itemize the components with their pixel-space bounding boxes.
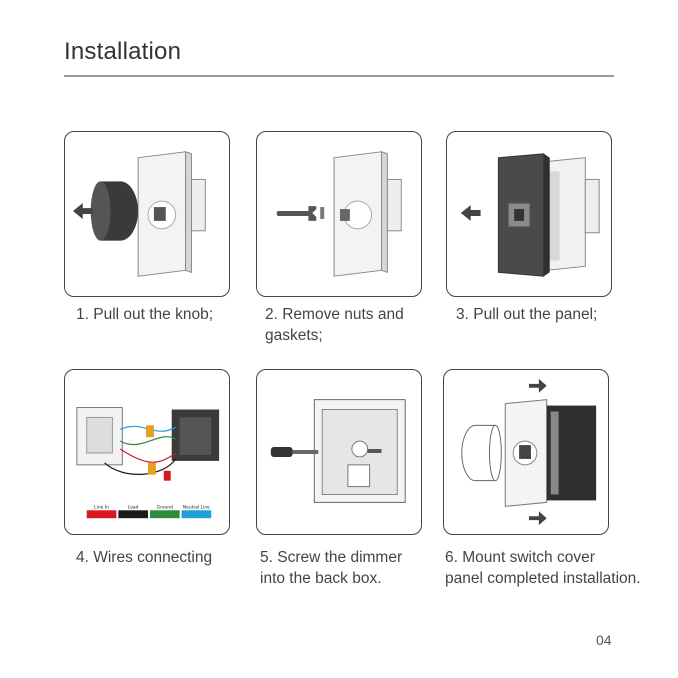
- screw-icon: [367, 449, 382, 453]
- title-divider: [64, 75, 614, 77]
- step-4-illustration: Line In Load Ground Neutral Line: [64, 369, 230, 535]
- panel-graphic: [497, 153, 550, 277]
- back-box-graphic: [545, 157, 600, 271]
- step-5-caption: 5. Screw the dimmer into the back box.: [260, 549, 403, 587]
- step-2-illustration: [256, 131, 422, 297]
- page-number: 04: [596, 632, 612, 648]
- wire-legend: Line In Load Ground Neutral Line: [86, 504, 212, 519]
- switch-plate-graphic: [333, 151, 402, 277]
- arrow-right-icon: [528, 511, 547, 526]
- step-2-caption: 2. Remove nuts and gaskets;: [265, 306, 404, 344]
- arrow-left-icon: [460, 205, 481, 221]
- back-box-graphic: [546, 405, 597, 501]
- step-1-caption: 1. Pull out the knob;: [76, 306, 214, 323]
- legend-label-line-in: Line In: [94, 504, 109, 510]
- step-3-illustration: [446, 131, 612, 297]
- step-4-caption: 4. Wires connecting: [76, 549, 213, 566]
- knob-graphic: [461, 424, 502, 482]
- back-box-graphic: [171, 409, 220, 461]
- step-3-caption: 3. Pull out the panel;: [456, 306, 598, 323]
- panel-graphic: [504, 399, 548, 507]
- switch-plate-graphic: [137, 151, 206, 277]
- arrow-left-icon: [72, 203, 93, 219]
- knob-graphic: [90, 181, 139, 241]
- step-5-illustration: [256, 369, 422, 535]
- dimmer-back-graphic: [76, 407, 123, 466]
- step-6-caption: 6. Mount switch cover panel completed in…: [445, 549, 641, 587]
- page-title: Installation: [64, 38, 182, 65]
- step-6-illustration: [443, 369, 609, 535]
- step-1-illustration: [64, 131, 230, 297]
- arrow-right-icon: [528, 378, 547, 393]
- wrench-icon: [276, 206, 325, 221]
- screwdriver-icon: [270, 447, 319, 457]
- legend-label-load: Load: [128, 504, 139, 510]
- dimmer-body-graphic: [313, 399, 406, 503]
- legend-label-neutral: Neutral Line: [183, 504, 210, 510]
- legend-label-ground: Ground: [157, 504, 174, 510]
